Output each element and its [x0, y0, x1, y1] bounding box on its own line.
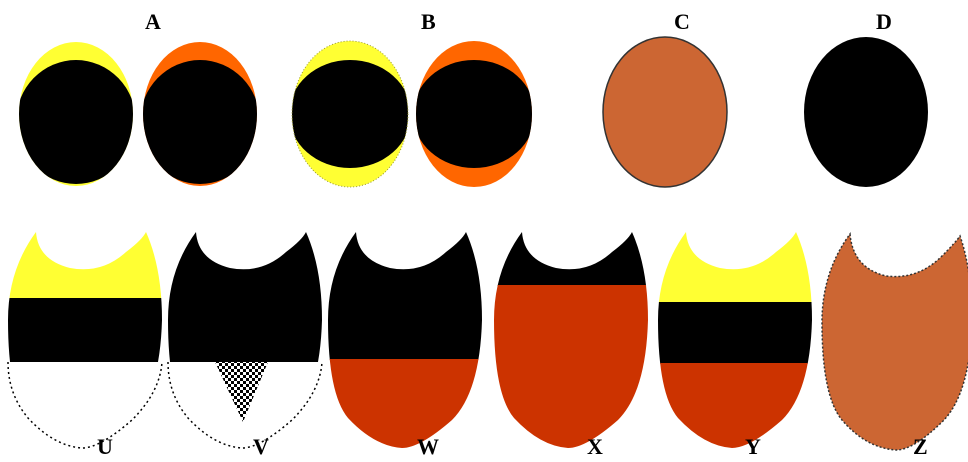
label-a: A [145, 11, 161, 33]
shape-x [486, 225, 656, 460]
label-w: W [417, 436, 439, 458]
shape-v [160, 225, 330, 457]
shape-w [320, 225, 490, 459]
shape-c [603, 37, 727, 187]
shape-a-right [140, 40, 260, 190]
label-u: U [97, 436, 113, 458]
shape-z [822, 234, 968, 450]
shape-y [650, 225, 820, 460]
shape-b-left [289, 40, 411, 190]
shape-d [804, 37, 928, 187]
label-d: D [876, 11, 892, 33]
label-b: B [421, 11, 436, 33]
label-y: Y [745, 436, 761, 458]
shape-a-left [16, 40, 136, 190]
label-v: V [253, 436, 269, 458]
label-x: X [587, 436, 603, 458]
label-c: C [674, 11, 690, 33]
shape-b-right [413, 40, 535, 190]
shape-u [0, 225, 170, 457]
label-z: Z [913, 436, 928, 458]
